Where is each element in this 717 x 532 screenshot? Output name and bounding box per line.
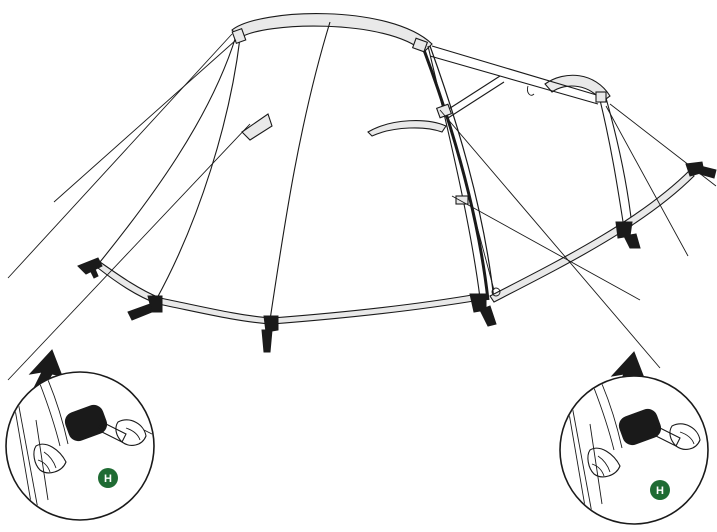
step-badge-right-label: H xyxy=(656,485,664,497)
guy-line xyxy=(8,34,232,278)
peg-anchor xyxy=(262,316,278,352)
step-badge-left-label: H xyxy=(104,473,112,485)
guy-line xyxy=(8,124,250,380)
peg-anchor xyxy=(128,296,162,320)
peg-anchor xyxy=(78,258,102,278)
peg-anchor xyxy=(686,162,716,178)
hammer-peg-inset-right: H xyxy=(560,376,708,524)
peg-anchors xyxy=(78,162,716,352)
guy-lines xyxy=(8,34,716,380)
peg-anchor xyxy=(616,222,640,248)
hammer-peg-inset-left: H xyxy=(6,372,160,520)
guy-line xyxy=(610,104,716,186)
tent-body xyxy=(98,14,694,324)
